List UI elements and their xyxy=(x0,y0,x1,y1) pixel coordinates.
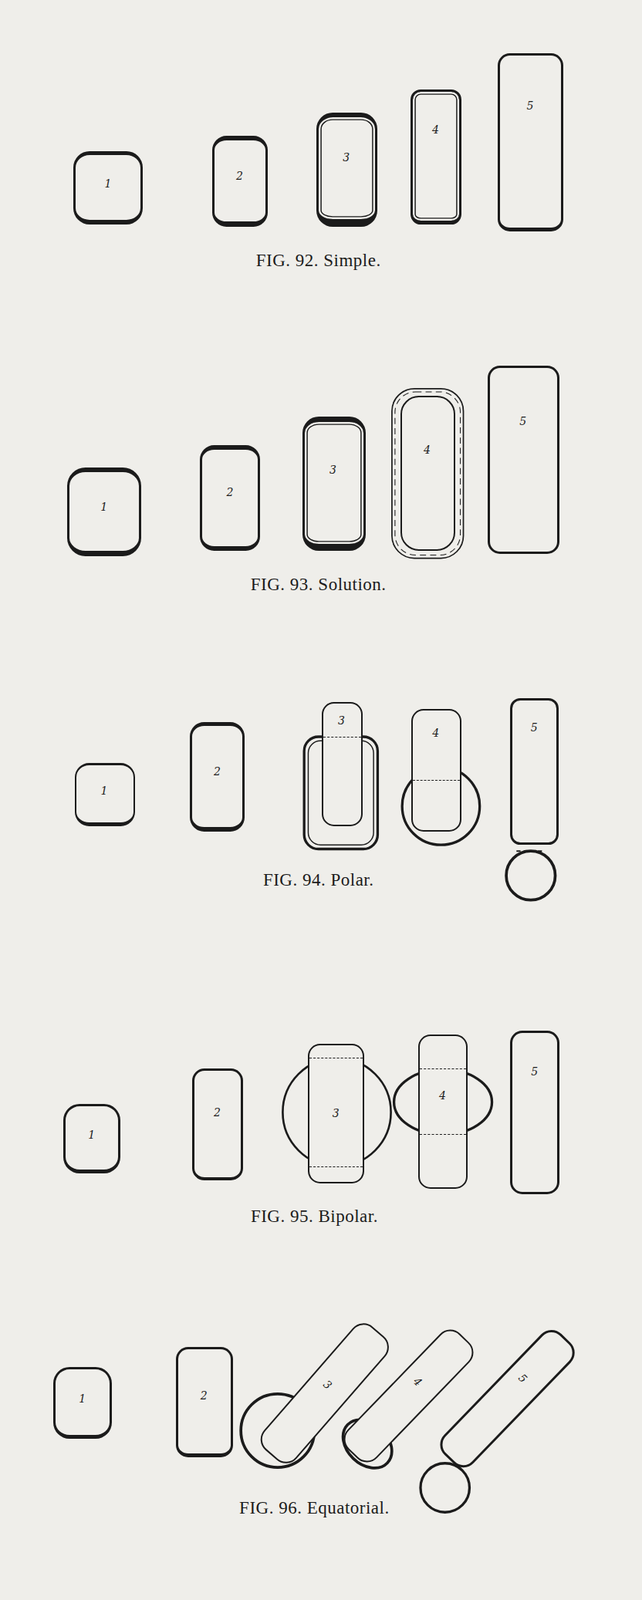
cell-outline: 1 xyxy=(63,1104,121,1174)
dashed-boundary xyxy=(309,1057,363,1059)
dashed-boundary xyxy=(323,736,362,738)
cell-outline: 3 xyxy=(307,1044,365,1184)
cell-outline: 2 xyxy=(175,1347,234,1458)
cell-number: 1 xyxy=(87,1129,95,1141)
dashed-boundary xyxy=(516,850,545,852)
cell-number: 5 xyxy=(516,1372,529,1386)
outer-membrane xyxy=(395,391,461,556)
cell-number: 4 xyxy=(423,444,431,456)
cell-outline: 1 xyxy=(74,763,136,827)
cell-number: 3 xyxy=(342,152,350,163)
cell-outline: 1 xyxy=(73,151,143,225)
cell-outline: 3 xyxy=(302,416,366,552)
cell-number: 5 xyxy=(519,415,527,427)
cell-outline: 4 xyxy=(400,395,456,551)
cell-outline: 2 xyxy=(199,445,261,552)
cell-number: 4 xyxy=(439,1090,447,1102)
cell-number: 1 xyxy=(100,501,108,513)
cell-outline: 2 xyxy=(192,1068,244,1182)
cell-outline: 5 xyxy=(510,698,558,845)
cell-number: 4 xyxy=(411,1375,424,1389)
cell-number: 1 xyxy=(100,785,108,797)
cell-outline: 1 xyxy=(67,467,141,557)
dashed-boundary xyxy=(419,1068,466,1070)
cell-outline: 4 xyxy=(410,89,462,225)
cell-number: 2 xyxy=(213,1107,221,1119)
cell-outline: 4 xyxy=(418,1034,467,1190)
cell-number: 4 xyxy=(432,727,440,739)
figure-caption: FIG. 92. Simple. xyxy=(256,250,382,271)
figure-caption: FIG. 95. Bipolar. xyxy=(250,1206,379,1227)
cell-number: 2 xyxy=(236,170,244,182)
outer-membrane xyxy=(391,388,464,559)
cell-outline: 3 xyxy=(316,112,378,227)
cell-outline: 2 xyxy=(212,135,267,227)
cell-number: 1 xyxy=(104,178,112,190)
cell-number: 5 xyxy=(530,722,538,734)
dashed-boundary xyxy=(309,1166,363,1168)
dashed-boundary xyxy=(412,780,460,781)
figure-caption: FIG. 96. Equatorial. xyxy=(239,1498,390,1518)
equatorial-sphere xyxy=(420,1463,470,1513)
polar-sphere xyxy=(506,851,555,900)
cell-number: 3 xyxy=(332,1108,340,1119)
cell-number: 2 xyxy=(200,1390,208,1402)
figure-caption: FIG. 94. Polar. xyxy=(263,870,375,890)
cell-number: 3 xyxy=(337,715,345,727)
cell-outline: 3 xyxy=(321,702,363,827)
cell-outline: 4 xyxy=(411,709,462,832)
cell-number: 5 xyxy=(530,1066,538,1078)
cell-number: 5 xyxy=(526,100,534,112)
cell-outline: 5 xyxy=(497,53,564,232)
cell-number: 2 xyxy=(226,486,234,498)
cell-outline: 2 xyxy=(189,722,245,832)
figure-caption: FIG. 93. Solution. xyxy=(250,574,387,595)
cell-outline: 5 xyxy=(510,1030,559,1195)
dashed-boundary xyxy=(419,1134,466,1136)
cell-number: 3 xyxy=(321,1378,335,1391)
cell-number: 3 xyxy=(329,464,337,476)
cell-number: 2 xyxy=(213,766,221,778)
cell-outline: 5 xyxy=(487,365,560,555)
cell-number: 4 xyxy=(432,124,440,136)
cell-number: 1 xyxy=(78,1393,86,1405)
cell-outline: 1 xyxy=(53,1367,113,1440)
